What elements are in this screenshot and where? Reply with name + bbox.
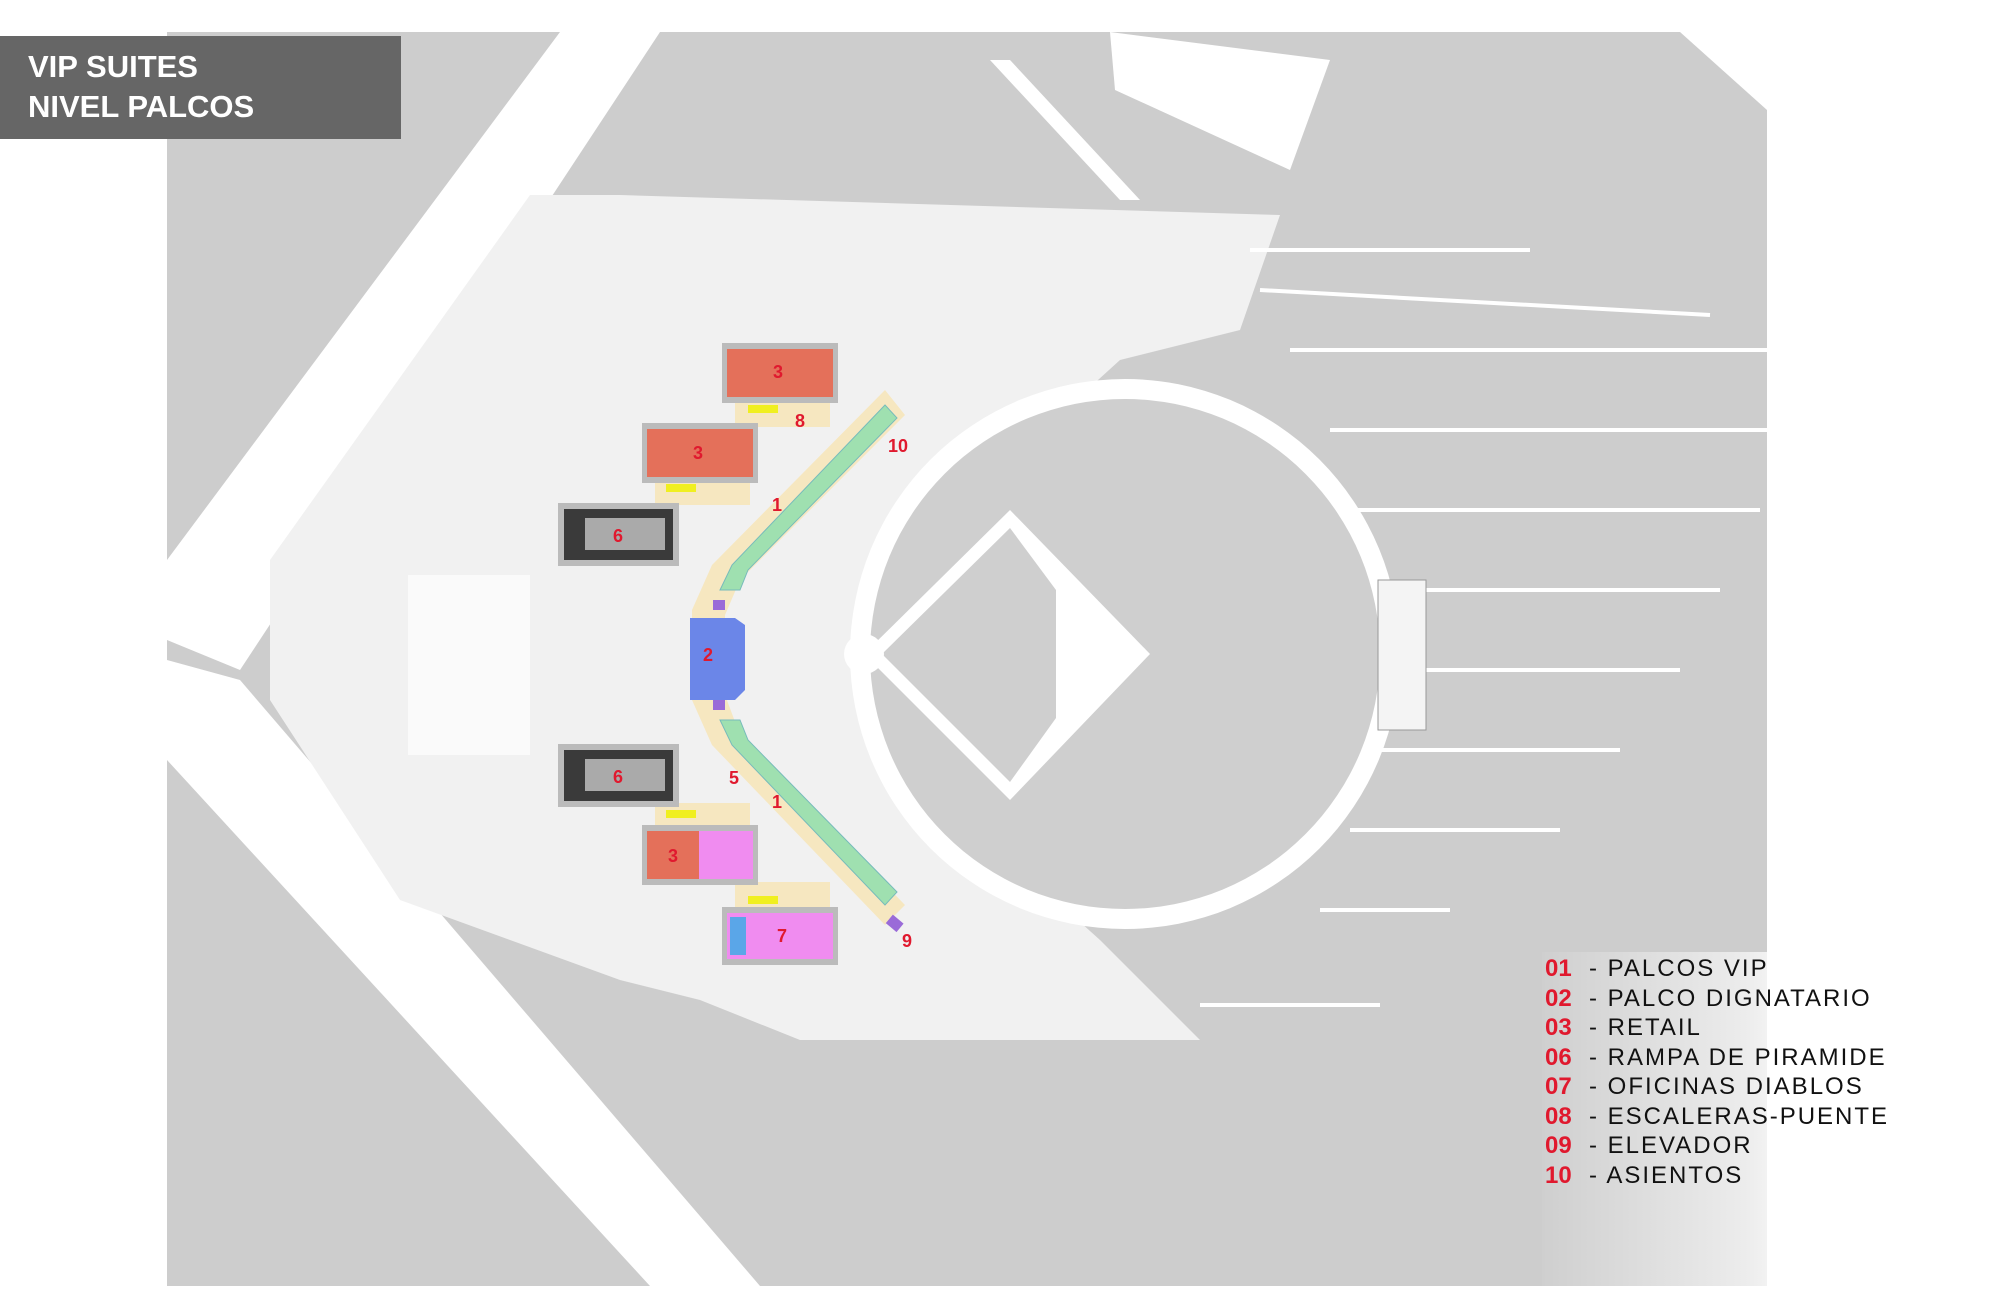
elevator-mid [713,700,725,710]
road-diagonal [167,32,660,670]
label-seats: 10 [888,436,908,456]
label-ramp-bottom: 6 [613,767,623,787]
stair-marker [666,484,696,492]
legend-number: 02 [1545,984,1572,1012]
path-corner [1680,32,1767,110]
label-stairs: 8 [795,411,805,431]
dignitary-suite [690,618,745,700]
legend-background [1542,952,1767,1286]
infield-grass [882,528,1056,782]
elevator-bottom [885,914,904,933]
legend-label: - OFICINAS DIABLOS [1589,1073,1864,1100]
home-plate [844,634,884,674]
vip-suites-top [719,404,898,591]
legend-number: 08 [1545,1102,1572,1130]
plaza [408,575,530,755]
label-retail-top: 3 [773,362,783,382]
vip-suites-bottom [719,719,898,906]
offices-stair [730,917,746,955]
retail-top [727,349,833,397]
legend-number: 09 [1545,1132,1572,1159]
elevator-top [713,600,725,610]
label-retail-bottom: 3 [668,846,678,866]
legend-label: - ELEVADOR [1589,1132,1753,1159]
legend-item: 09 - ELEVADOR [1542,1131,2000,1161]
label-offices: 7 [777,926,787,946]
legend-number: 03 [1545,1014,1572,1041]
legend-item: 08 - ESCALERAS-PUENTE [1542,1102,2000,1132]
ramp-surface [585,518,665,550]
parking-lines [1200,248,1767,1007]
legend-item: 10 - ASIENTOS [1542,1161,2000,1191]
legend-item: 06 - RAMPA DE PIRAMIDE [1542,1043,2000,1073]
legend: 01 - PALCOS VIP 02 - PALCO DIGNATARIO 03 - … [1542,952,2000,1286]
legend-label: - ESCALERAS-PUENTE [1589,1102,1890,1130]
label-dignitary: 2 [703,645,713,665]
title-line-2: NIVEL PALCOS [28,89,255,124]
legend-label: - PALCOS VIP [1589,955,1769,982]
legend-label: - RETAIL [1589,1014,1702,1041]
retail-bottom [647,831,699,879]
legend-item: 07 - OFICINAS DIABLOS [1542,1072,2000,1102]
label-vip-bottom: 1 [772,792,782,812]
stair-marker [748,896,778,904]
legend-number: 10 [1545,1161,1572,1189]
label-ramp-top: 6 [613,526,623,546]
legend-number: 01 [1545,955,1572,982]
label-elevator: 9 [902,931,912,951]
legend-item: 03 - RETAIL [1542,1013,2000,1043]
legend-number: 06 [1545,1043,1572,1071]
legend-label: - RAMPA DE PIRAMIDE [1589,1043,1887,1071]
ramp-surface [585,759,665,791]
title-banner: VIP SUITES NIVEL PALCOS [0,36,401,139]
title-line-1: VIP SUITES [28,49,198,84]
path-north [990,60,1140,200]
label-retail-mid: 3 [693,443,703,463]
legend-label: - ASIENTOS [1589,1161,1744,1189]
stair-marker [748,405,778,413]
legend-item: 02 - PALCO DIGNATARIO [1542,984,2000,1014]
legend-item: 01 - PALCOS VIP [1542,954,2000,984]
label-vip-top: 1 [772,495,782,515]
retail-bottom-annex [699,831,753,879]
scoreboard [1377,579,1427,731]
retail-mid [647,429,753,477]
building-northeast [1110,32,1330,170]
stair-marker [666,810,696,818]
label-five: 5 [729,768,739,788]
legend-number: 07 [1545,1073,1572,1100]
legend-label: - PALCO DIGNATARIO [1589,984,1872,1012]
road-southwest [167,660,760,1286]
